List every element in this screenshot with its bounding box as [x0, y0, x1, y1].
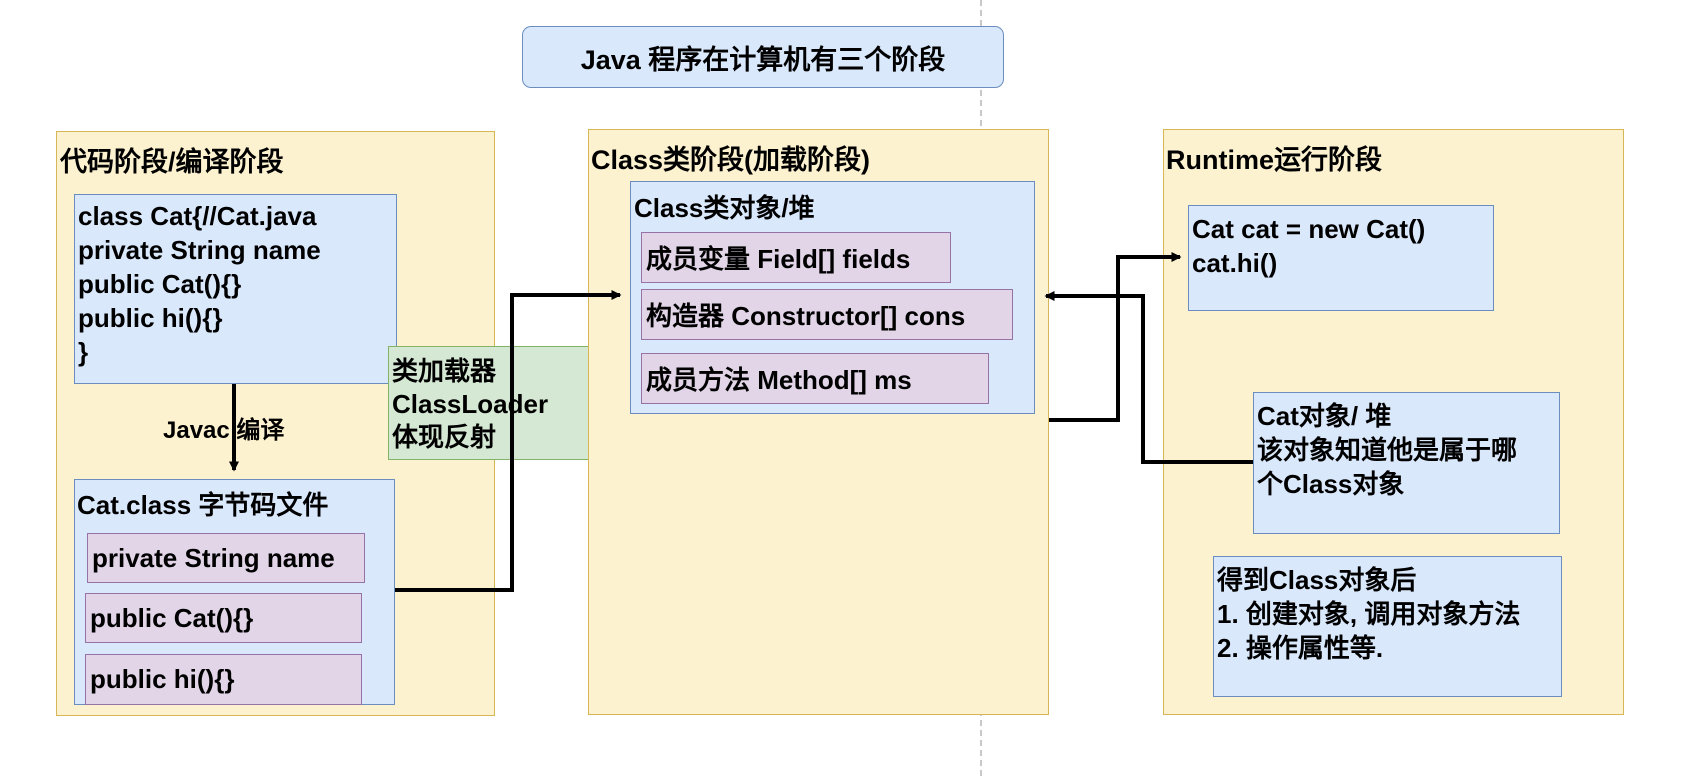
source-line: class Cat{//Cat.java [78, 201, 317, 231]
classloader-line: 体现反射 [392, 422, 497, 452]
cat-object-line: Cat对象/ 堆 [1257, 401, 1392, 431]
bytecode-title: Cat.class 字节码文件 [77, 490, 329, 520]
load-arrow [395, 290, 622, 592]
runtime-code-box: Cat cat = new Cat() cat.hi() [1188, 205, 1494, 311]
class-object-methods: 成员方法 Method[] ms [641, 353, 989, 404]
bytecode-item-field: private String name [87, 533, 365, 583]
source-line: } [78, 337, 89, 367]
cat-object-line: 个Class对象 [1257, 469, 1405, 499]
classloader-line: 类加载器 [392, 356, 497, 386]
usage-note-line: 1. 创建对象, 调用对象方法 [1217, 599, 1521, 629]
stage-runtime-title: Runtime运行阶段 [1166, 145, 1382, 175]
usage-note-line: 2. 操作属性等. [1217, 633, 1384, 663]
stage-compile-title: 代码阶段/编译阶段 [60, 147, 284, 177]
classloader-box: 类加载器 ClassLoader 体现反射 [388, 346, 599, 460]
compile-label: Javac 编译 [163, 417, 285, 444]
usage-note-line: 得到Class对象后 [1217, 565, 1417, 595]
new-instance-arrow [1049, 252, 1182, 422]
source-line: private String name [78, 235, 321, 265]
source-line: public Cat(){} [78, 269, 242, 299]
class-object-constructors: 构造器 Constructor[] cons [641, 289, 1013, 340]
source-line: public hi(){} [78, 303, 223, 333]
class-object-title: Class类对象/堆 [634, 193, 815, 223]
usage-note-box: 得到Class对象后 1. 创建对象, 调用对象方法 2. 操作属性等. [1213, 556, 1562, 697]
bytecode-item-constructor: public Cat(){} [85, 593, 362, 643]
cat-object-box: Cat对象/ 堆 该对象知道他是属于哪 个Class对象 [1253, 392, 1560, 534]
title-box: Java 程序在计算机有三个阶段 [522, 26, 1004, 88]
classloader-line: ClassLoader [392, 389, 549, 419]
source-code-box: class Cat{//Cat.java private String name… [74, 194, 397, 384]
runtime-code-line: Cat cat = new Cat() [1192, 214, 1426, 244]
bytecode-item-method: public hi(){} [85, 654, 362, 705]
class-object-fields: 成员变量 Field[] fields [641, 232, 951, 283]
stage-load-title: Class类阶段(加载阶段) [591, 145, 871, 175]
cat-object-line: 该对象知道他是属于哪 [1257, 435, 1518, 465]
diagram-title: Java 程序在计算机有三个阶段 [580, 44, 946, 75]
object-to-class-arrow [1044, 291, 1253, 464]
runtime-code-line: cat.hi() [1192, 248, 1278, 278]
